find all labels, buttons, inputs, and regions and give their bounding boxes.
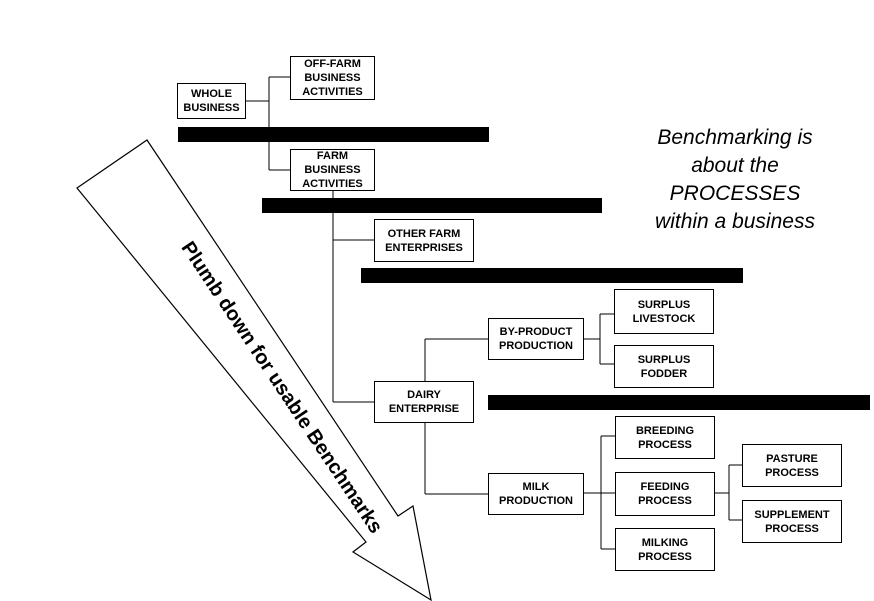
- level-divider-bar: [262, 198, 602, 213]
- level-divider-bar: [361, 268, 743, 283]
- node-feeding-process: FEEDING PROCESS: [615, 472, 715, 516]
- node-dairy-enterprise: DAIRY ENTERPRISE: [374, 381, 474, 423]
- node-pasture-process: PASTURE PROCESS: [742, 444, 842, 487]
- node-surplus-fodder: SURPLUS FODDER: [614, 345, 714, 388]
- benchmarking-tagline: Benchmarking is about the PROCESSES with…: [655, 126, 815, 233]
- node-whole-business: WHOLE BUSINESS: [177, 83, 246, 119]
- level-divider-bar: [488, 395, 870, 410]
- node-other-farm-enterprises: OTHER FARM ENTERPRISES: [374, 219, 474, 262]
- node-off-farm-business-activities: OFF-FARM BUSINESS ACTIVITIES: [290, 56, 375, 100]
- level-divider-bar: [178, 127, 489, 142]
- node-supplement-process: SUPPLEMENT PROCESS: [742, 500, 842, 543]
- node-farm-business-activities: FARM BUSINESS ACTIVITIES: [290, 149, 375, 191]
- node-by-product-production: BY-PRODUCT PRODUCTION: [488, 318, 584, 360]
- node-milk-production: MILK PRODUCTION: [488, 473, 584, 515]
- node-milking-process: MILKING PROCESS: [615, 528, 715, 571]
- node-breeding-process: BREEDING PROCESS: [615, 416, 715, 459]
- node-surplus-livestock: SURPLUS LIVESTOCK: [614, 289, 714, 334]
